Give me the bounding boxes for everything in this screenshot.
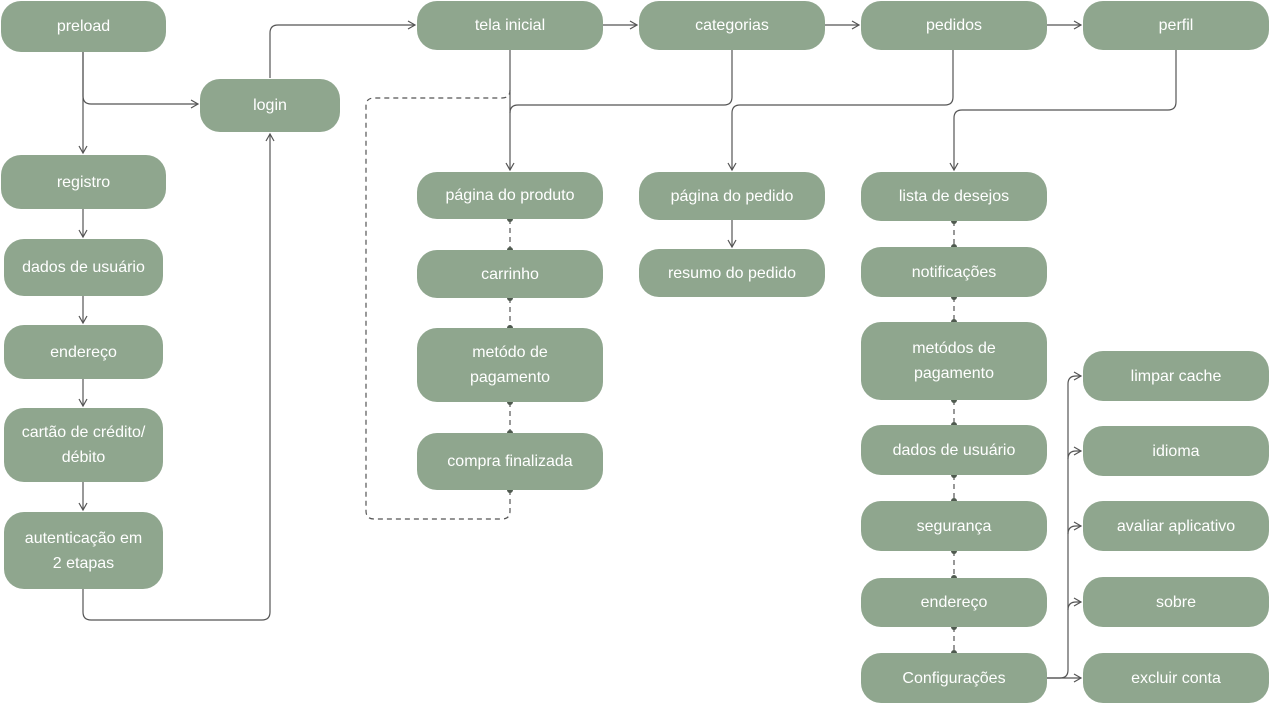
node-tela-inicial[interactable]: tela inicial [417, 1, 603, 50]
edge-pedidos-pagina-pedido [727, 50, 954, 172]
node-idioma[interactable]: idioma [1083, 426, 1269, 476]
node-login[interactable]: login [200, 79, 340, 132]
node-pagina-produto[interactable]: página do produto [417, 172, 603, 219]
node-cartao[interactable]: cartão de crédito/ débito [4, 408, 163, 482]
edge-login-tela [269, 20, 417, 78]
node-compra-finalizada[interactable]: compra finalizada [417, 433, 603, 490]
node-preload[interactable]: preload [1, 1, 166, 52]
node-seguranca[interactable]: segurança [861, 501, 1047, 551]
node-sobre[interactable]: sobre [1083, 577, 1269, 627]
node-resumo-pedido[interactable]: resumo do pedido [639, 249, 825, 297]
node-pedidos[interactable]: pedidos [861, 1, 1047, 50]
node-perfil-dados-usuario[interactable]: dados de usuário [861, 425, 1047, 475]
node-registro[interactable]: registro [1, 155, 166, 209]
edge-preload-login [82, 52, 200, 109]
node-notificacoes[interactable]: notificações [861, 247, 1047, 297]
edge-config-limpar [1047, 371, 1083, 679]
node-dados-usuario[interactable]: dados de usuário [4, 239, 163, 296]
edge-config-avaliar [1067, 521, 1083, 535]
node-pagina-pedido[interactable]: página do pedido [639, 172, 825, 220]
node-metodo-pagamento[interactable]: metódo de pagamento [417, 328, 603, 402]
node-autenticacao[interactable]: autenticação em 2 etapas [4, 512, 163, 589]
edge-config-sobre [1067, 597, 1083, 611]
node-configuracoes[interactable]: Configurações [861, 653, 1047, 703]
node-metodos-pagamento[interactable]: metódos de pagamento [861, 322, 1047, 400]
node-carrinho[interactable]: carrinho [417, 250, 603, 298]
node-limpar-cache[interactable]: limpar cache [1083, 351, 1269, 401]
edge-config-idioma [1067, 446, 1083, 460]
node-excluir-conta[interactable]: excluir conta [1083, 653, 1269, 703]
edge-compra-tela-dashed [365, 89, 511, 520]
node-lista-desejos[interactable]: lista de desejos [861, 172, 1047, 221]
node-perfil-endereco[interactable]: endereço [861, 578, 1047, 627]
edge-perfil-lista [949, 50, 1177, 172]
edge-autenticacao-login [82, 132, 275, 621]
node-categorias[interactable]: categorias [639, 1, 825, 50]
node-avaliar[interactable]: avaliar aplicativo [1083, 501, 1269, 551]
node-perfil[interactable]: perfil [1083, 1, 1269, 50]
edge-categorias-produto [509, 50, 733, 114]
node-endereco[interactable]: endereço [4, 325, 163, 379]
